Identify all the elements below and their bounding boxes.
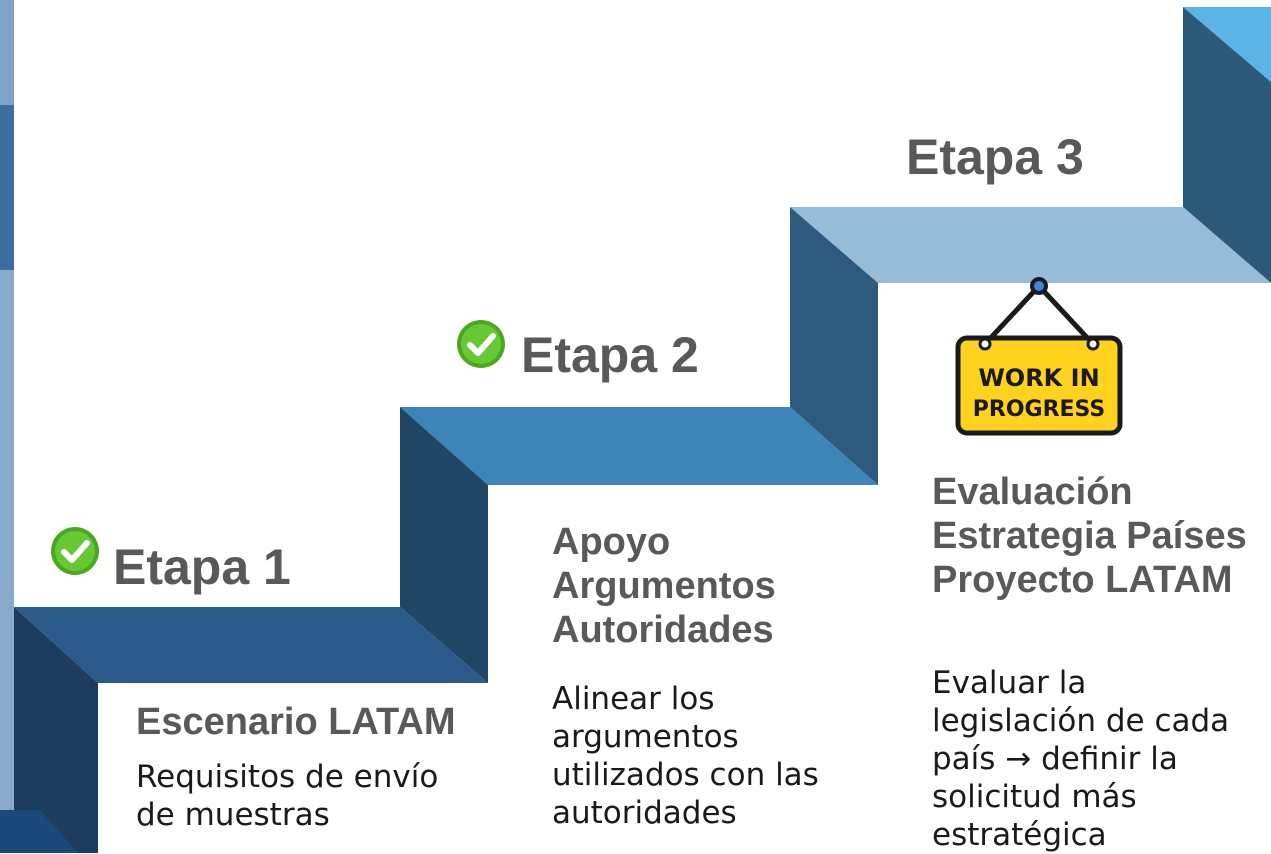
stage-2-label: Etapa 2: [521, 327, 699, 383]
stage-1-heading: Escenario LATAM: [136, 700, 456, 744]
stage-2-description: Alinear los argumentos utilizados con la…: [552, 680, 819, 832]
step-3-top: [790, 207, 1271, 283]
stage-2-description-line: utilizados con las: [552, 757, 819, 793]
stage-2-description-line: Alinear los: [552, 681, 715, 717]
stage-1-description: Requisitos de envío de muestras: [136, 758, 438, 834]
stage-1-label: Etapa 1: [113, 539, 291, 595]
stage-3-heading-line: Estrategia Países: [932, 515, 1247, 557]
stage-3-description-line: Evaluar la: [932, 665, 1087, 701]
stage-3-heading: Evaluación Estrategia Países Proyecto LA…: [932, 470, 1247, 602]
sign-text-line-1: WORK IN: [978, 364, 1099, 392]
stage-3-description-line: país → definir la: [932, 741, 1178, 777]
stage-3-heading-line: Evaluación: [932, 471, 1133, 513]
stage-2-heading: Apoyo Argumentos Autoridades: [552, 520, 776, 652]
step-1-riser: [14, 607, 98, 853]
edge-strip-top: [0, 0, 14, 105]
stage-2-description-line: autoridades: [552, 795, 737, 831]
check-circle-icon: [51, 527, 99, 575]
step-3-riser: [790, 207, 878, 485]
stage-3-description-line: estratégica: [932, 817, 1107, 853]
stage-2-heading-line: Argumentos: [552, 565, 776, 607]
stage-1-heading-line: Escenario LATAM: [136, 701, 456, 743]
stage-3-description: Evaluar la legislación de cada país → de…: [932, 664, 1229, 854]
stage-1-description-line: Requisitos de envío: [136, 759, 439, 795]
stage-1-description-line: de muestras: [136, 797, 330, 833]
stage-3-description-line: legislación de cada: [932, 703, 1230, 739]
step-2-top: [400, 407, 878, 485]
sign-text-line-2: PROGRESS: [973, 397, 1106, 422]
stage-3-description-line: solicitud más: [932, 779, 1137, 815]
step-4-riser: [1183, 7, 1271, 283]
stage-2-heading-line: Apoyo: [552, 521, 671, 563]
stage-3-heading-line: Proyecto LATAM: [932, 559, 1233, 601]
stage-2-description-line: argumentos: [552, 719, 739, 755]
stage-2-heading-line: Autoridades: [552, 609, 774, 651]
edge-strip-bottom: [0, 270, 14, 810]
check-circle-icon: [457, 320, 505, 368]
base-wedge: [0, 810, 78, 853]
step-1-top: [14, 607, 488, 683]
stage-3-label: Etapa 3: [906, 129, 1084, 185]
work-in-progress-sign-icon: WORK IN PROGRESS: [955, 277, 1123, 436]
step-2-riser: [400, 407, 488, 683]
edge-strip-middle: [0, 105, 14, 270]
